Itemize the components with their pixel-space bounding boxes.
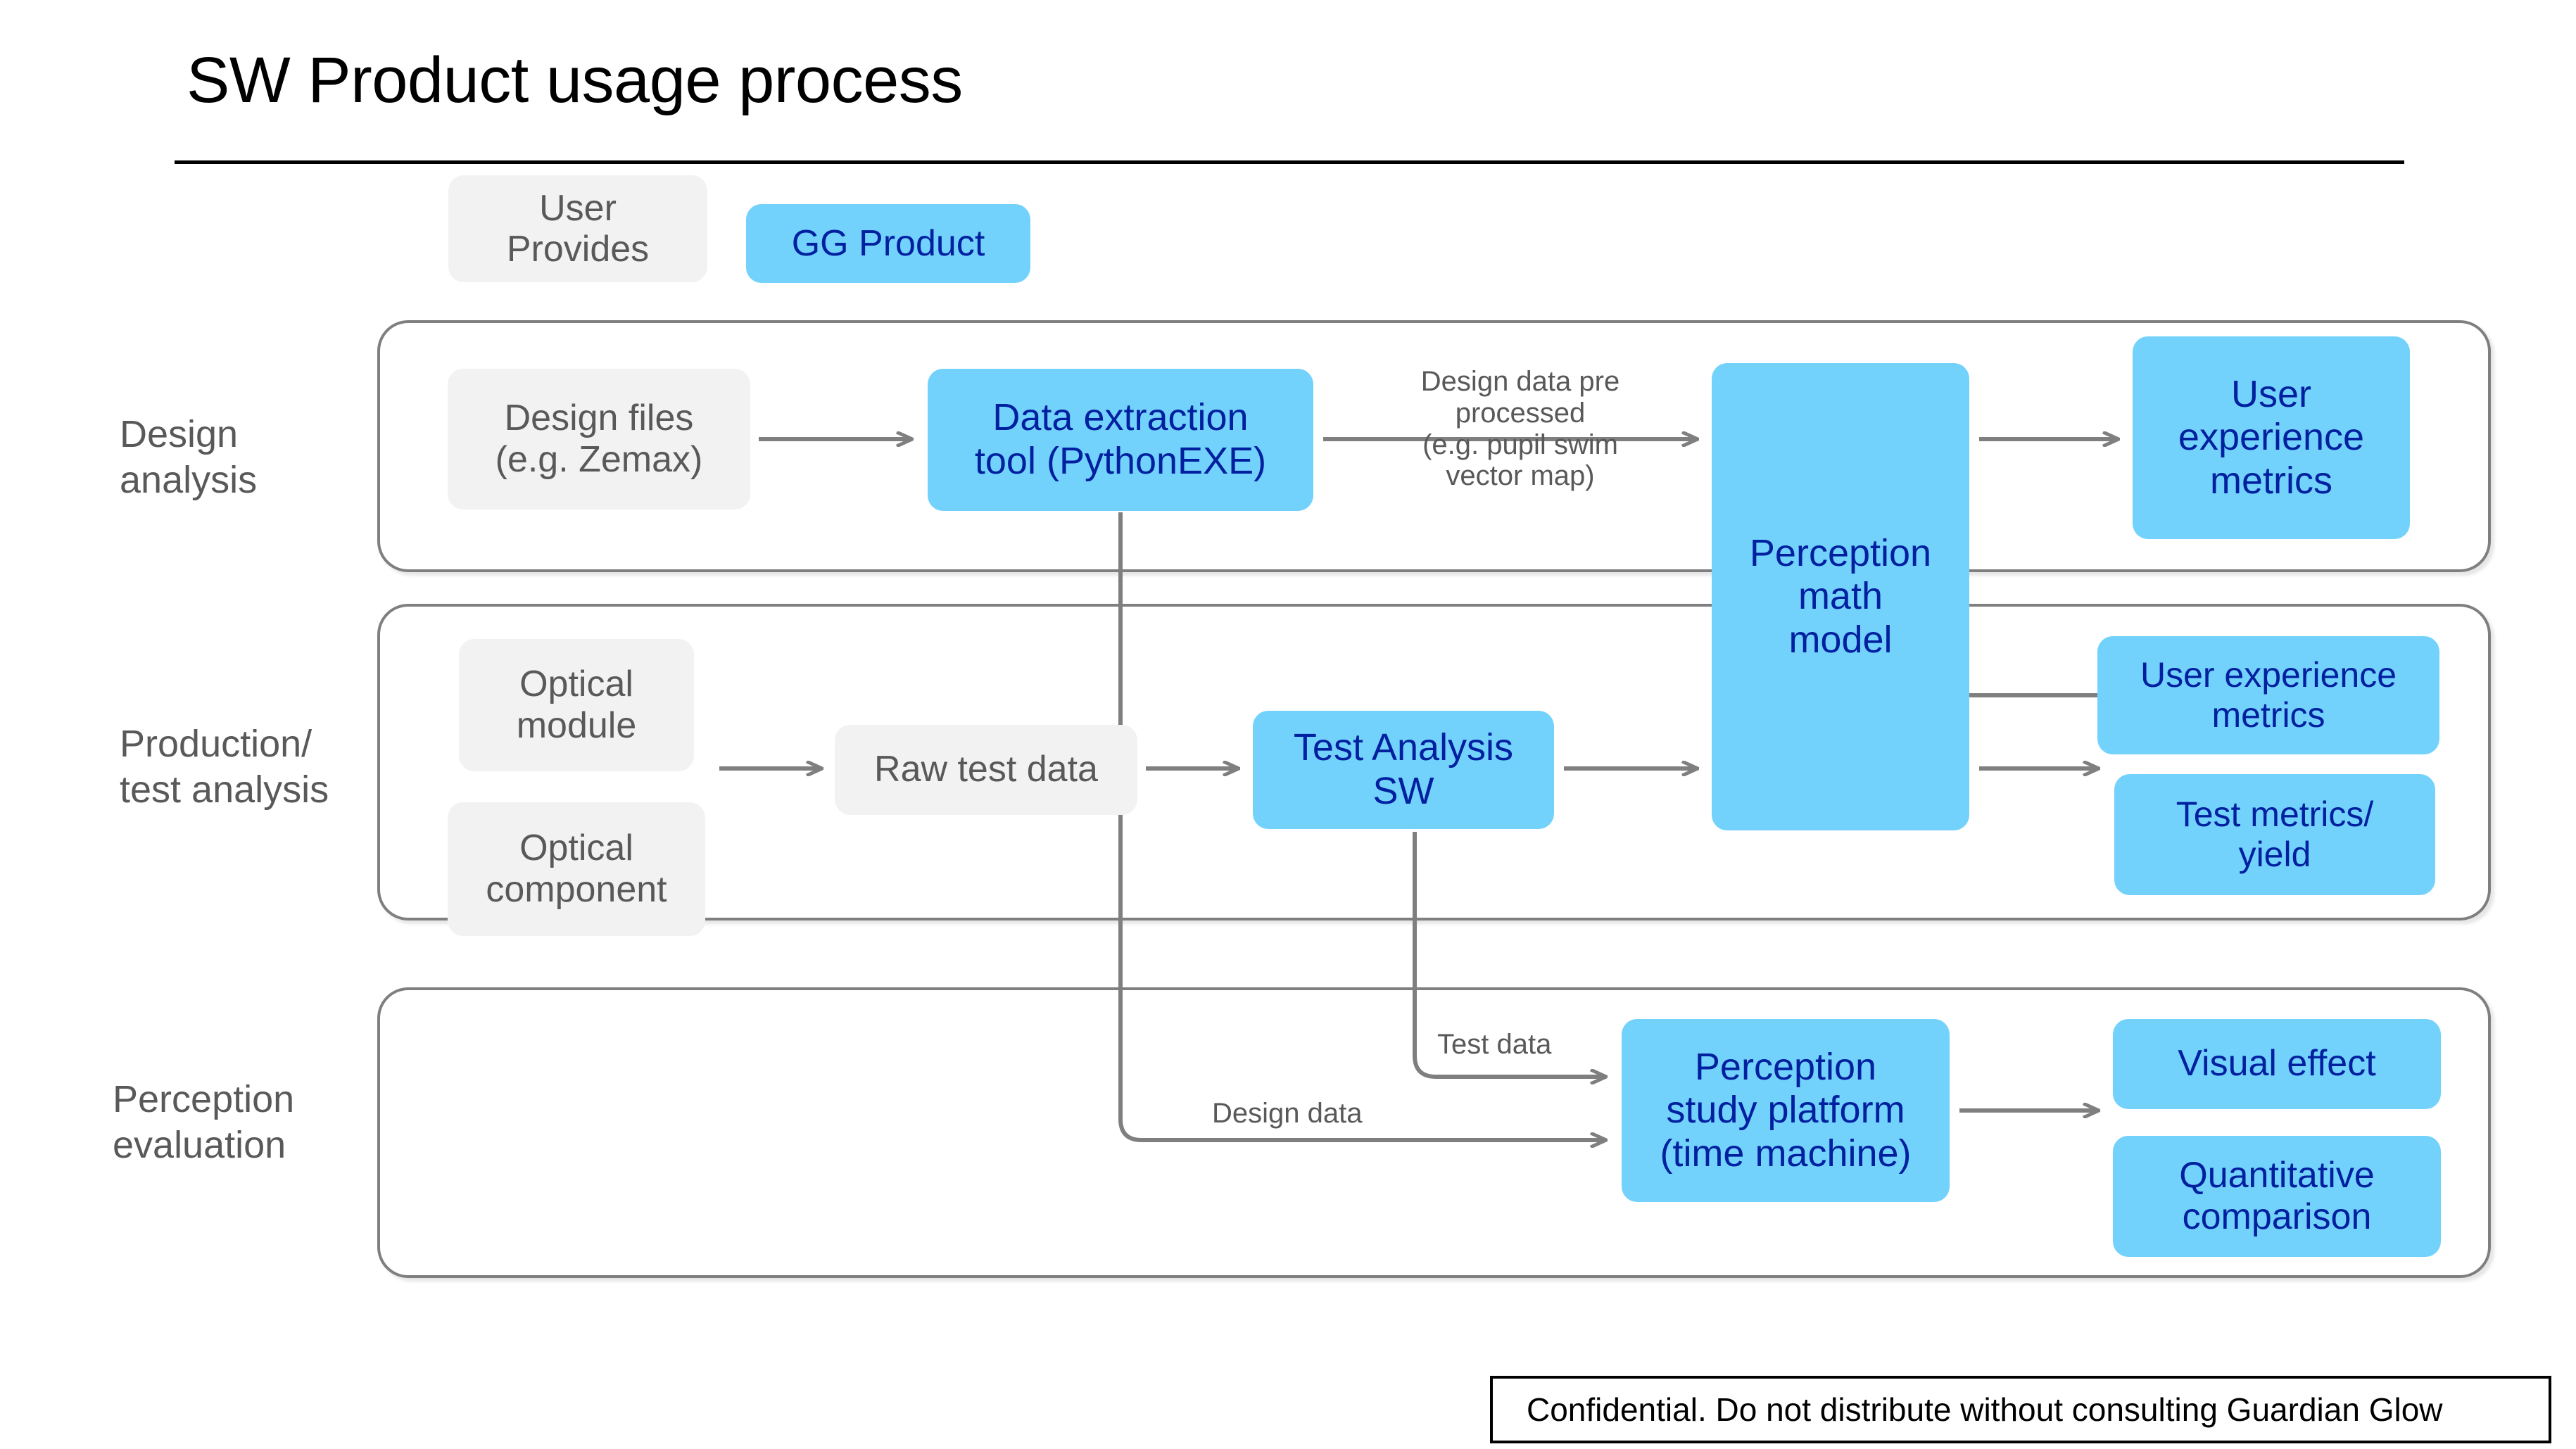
node-line-1: Data extraction (992, 396, 1249, 439)
node-line-1: Perception (1749, 531, 1932, 574)
node-visual-effect[interactable]: Visual effect (2113, 1019, 2441, 1109)
edge-label-line-3: (e.g. pupil swim (1422, 429, 1618, 460)
node-line-1: Test metrics/ (2176, 795, 2374, 834)
node-line-2: yield (2238, 835, 2311, 874)
row-label-production-test-analysis: Production/ test analysis (120, 721, 329, 813)
node-line-2: tool (PythonEXE) (974, 440, 1267, 482)
legend-user-provides-label: User Provides (507, 188, 649, 270)
node-label: Test Analysis SW (1294, 726, 1513, 813)
node-label: Test metrics/ yield (2176, 795, 2374, 875)
node-label: User experience metrics (2178, 373, 2364, 503)
node-line-1: Design files (504, 397, 694, 438)
node-line-3: metrics (2210, 459, 2332, 502)
node-line-2: (e.g. Zemax) (495, 439, 703, 480)
node-raw-test-data[interactable]: Raw test data (835, 725, 1137, 815)
legend-user-provides: User Provides (448, 175, 707, 282)
node-line-2: comparison (2182, 1196, 2372, 1237)
row-label-line-2: test analysis (120, 768, 329, 811)
row-label-line-2: evaluation (113, 1123, 286, 1166)
node-line-1: Quantitative (2179, 1154, 2375, 1196)
node-label: User experience metrics (2140, 655, 2397, 735)
node-label: Design files (e.g. Zemax) (495, 398, 703, 481)
node-optical-component[interactable]: Optical component (448, 802, 705, 936)
node-optical-module[interactable]: Optical module (459, 639, 694, 771)
legend-line-2: Provides (506, 229, 650, 270)
edge-label-line-1: Design data pre (1420, 366, 1620, 397)
node-quantitative-comparison[interactable]: Quantitative comparison (2113, 1136, 2441, 1257)
row-label-line-2: analysis (120, 458, 258, 501)
node-line-2: SW (1372, 770, 1434, 812)
node-label: Data extraction tool (PythonEXE) (975, 396, 1266, 483)
node-test-analysis-sw[interactable]: Test Analysis SW (1253, 711, 1554, 829)
node-line-1: Perception (1694, 1045, 1877, 1088)
node-label: Perception study platform (time machine) (1660, 1046, 1911, 1176)
edge-label-test-data: Test data (1437, 1029, 1552, 1060)
legend-line-1: User (539, 187, 617, 229)
node-data-extraction-tool[interactable]: Data extraction tool (PythonEXE) (928, 369, 1313, 511)
node-line-2: module (516, 705, 637, 746)
node-line-2: math (1798, 575, 1883, 618)
edge-label-line-4: vector map) (1446, 460, 1595, 492)
node-line-1: Optical (519, 827, 633, 868)
node-user-experience-metrics-design[interactable]: User experience metrics (2133, 336, 2410, 539)
node-label: Visual effect (2178, 1043, 2376, 1084)
node-label: Raw test data (874, 749, 1098, 790)
legend-gg-product-label: GG Product (791, 222, 985, 264)
row-label-design-analysis: Design analysis (120, 412, 257, 503)
row-label-line-1: Production/ (120, 723, 312, 765)
confidential-notice-text: Confidential. Do not distribute without … (1527, 1391, 2443, 1428)
node-line-1: User experience (2140, 655, 2397, 695)
edge-label-design-data: Design data (1212, 1098, 1363, 1129)
node-label: Optical component (486, 828, 667, 911)
legend-gg-product: GG Product (746, 204, 1030, 283)
row-label-perception-evaluation: Perception evaluation (113, 1077, 294, 1168)
confidential-footer: Confidential. Do not distribute without … (1490, 1376, 2551, 1443)
edge-label-design-data-pre-processed: Design data pre processed (e.g. pupil sw… (1358, 366, 1682, 492)
page-title: SW Product usage process (187, 44, 963, 116)
node-design-files[interactable]: Design files (e.g. Zemax) (448, 369, 750, 510)
node-test-metrics-yield[interactable]: Test metrics/ yield (2114, 774, 2435, 895)
node-line-2: metrics (2211, 695, 2325, 735)
node-line-3: model (1788, 618, 1893, 661)
node-line-2: component (486, 869, 667, 910)
node-user-experience-metrics-production[interactable]: User experience metrics (2097, 636, 2439, 754)
title-divider (175, 160, 2404, 164)
row-label-line-1: Perception (113, 1078, 295, 1120)
edge-label-line-2: processed (1455, 397, 1586, 429)
node-line-1: User (2230, 372, 2311, 415)
node-label: Perception math model (1750, 532, 1931, 662)
node-line-1: Optical (519, 663, 633, 704)
node-line-3: (time machine) (1660, 1132, 1912, 1175)
node-line-1: Test Analysis (1293, 726, 1514, 769)
node-line-2: study platform (1666, 1089, 1905, 1132)
node-line-2: experience (2178, 416, 2365, 459)
node-perception-study-platform[interactable]: Perception study platform (time machine) (1622, 1019, 1950, 1202)
node-label: Quantitative comparison (2179, 1155, 2375, 1239)
row-label-line-1: Design (120, 413, 239, 455)
node-label: Optical module (517, 664, 637, 747)
node-perception-math-model[interactable]: Perception math model (1712, 363, 1969, 830)
